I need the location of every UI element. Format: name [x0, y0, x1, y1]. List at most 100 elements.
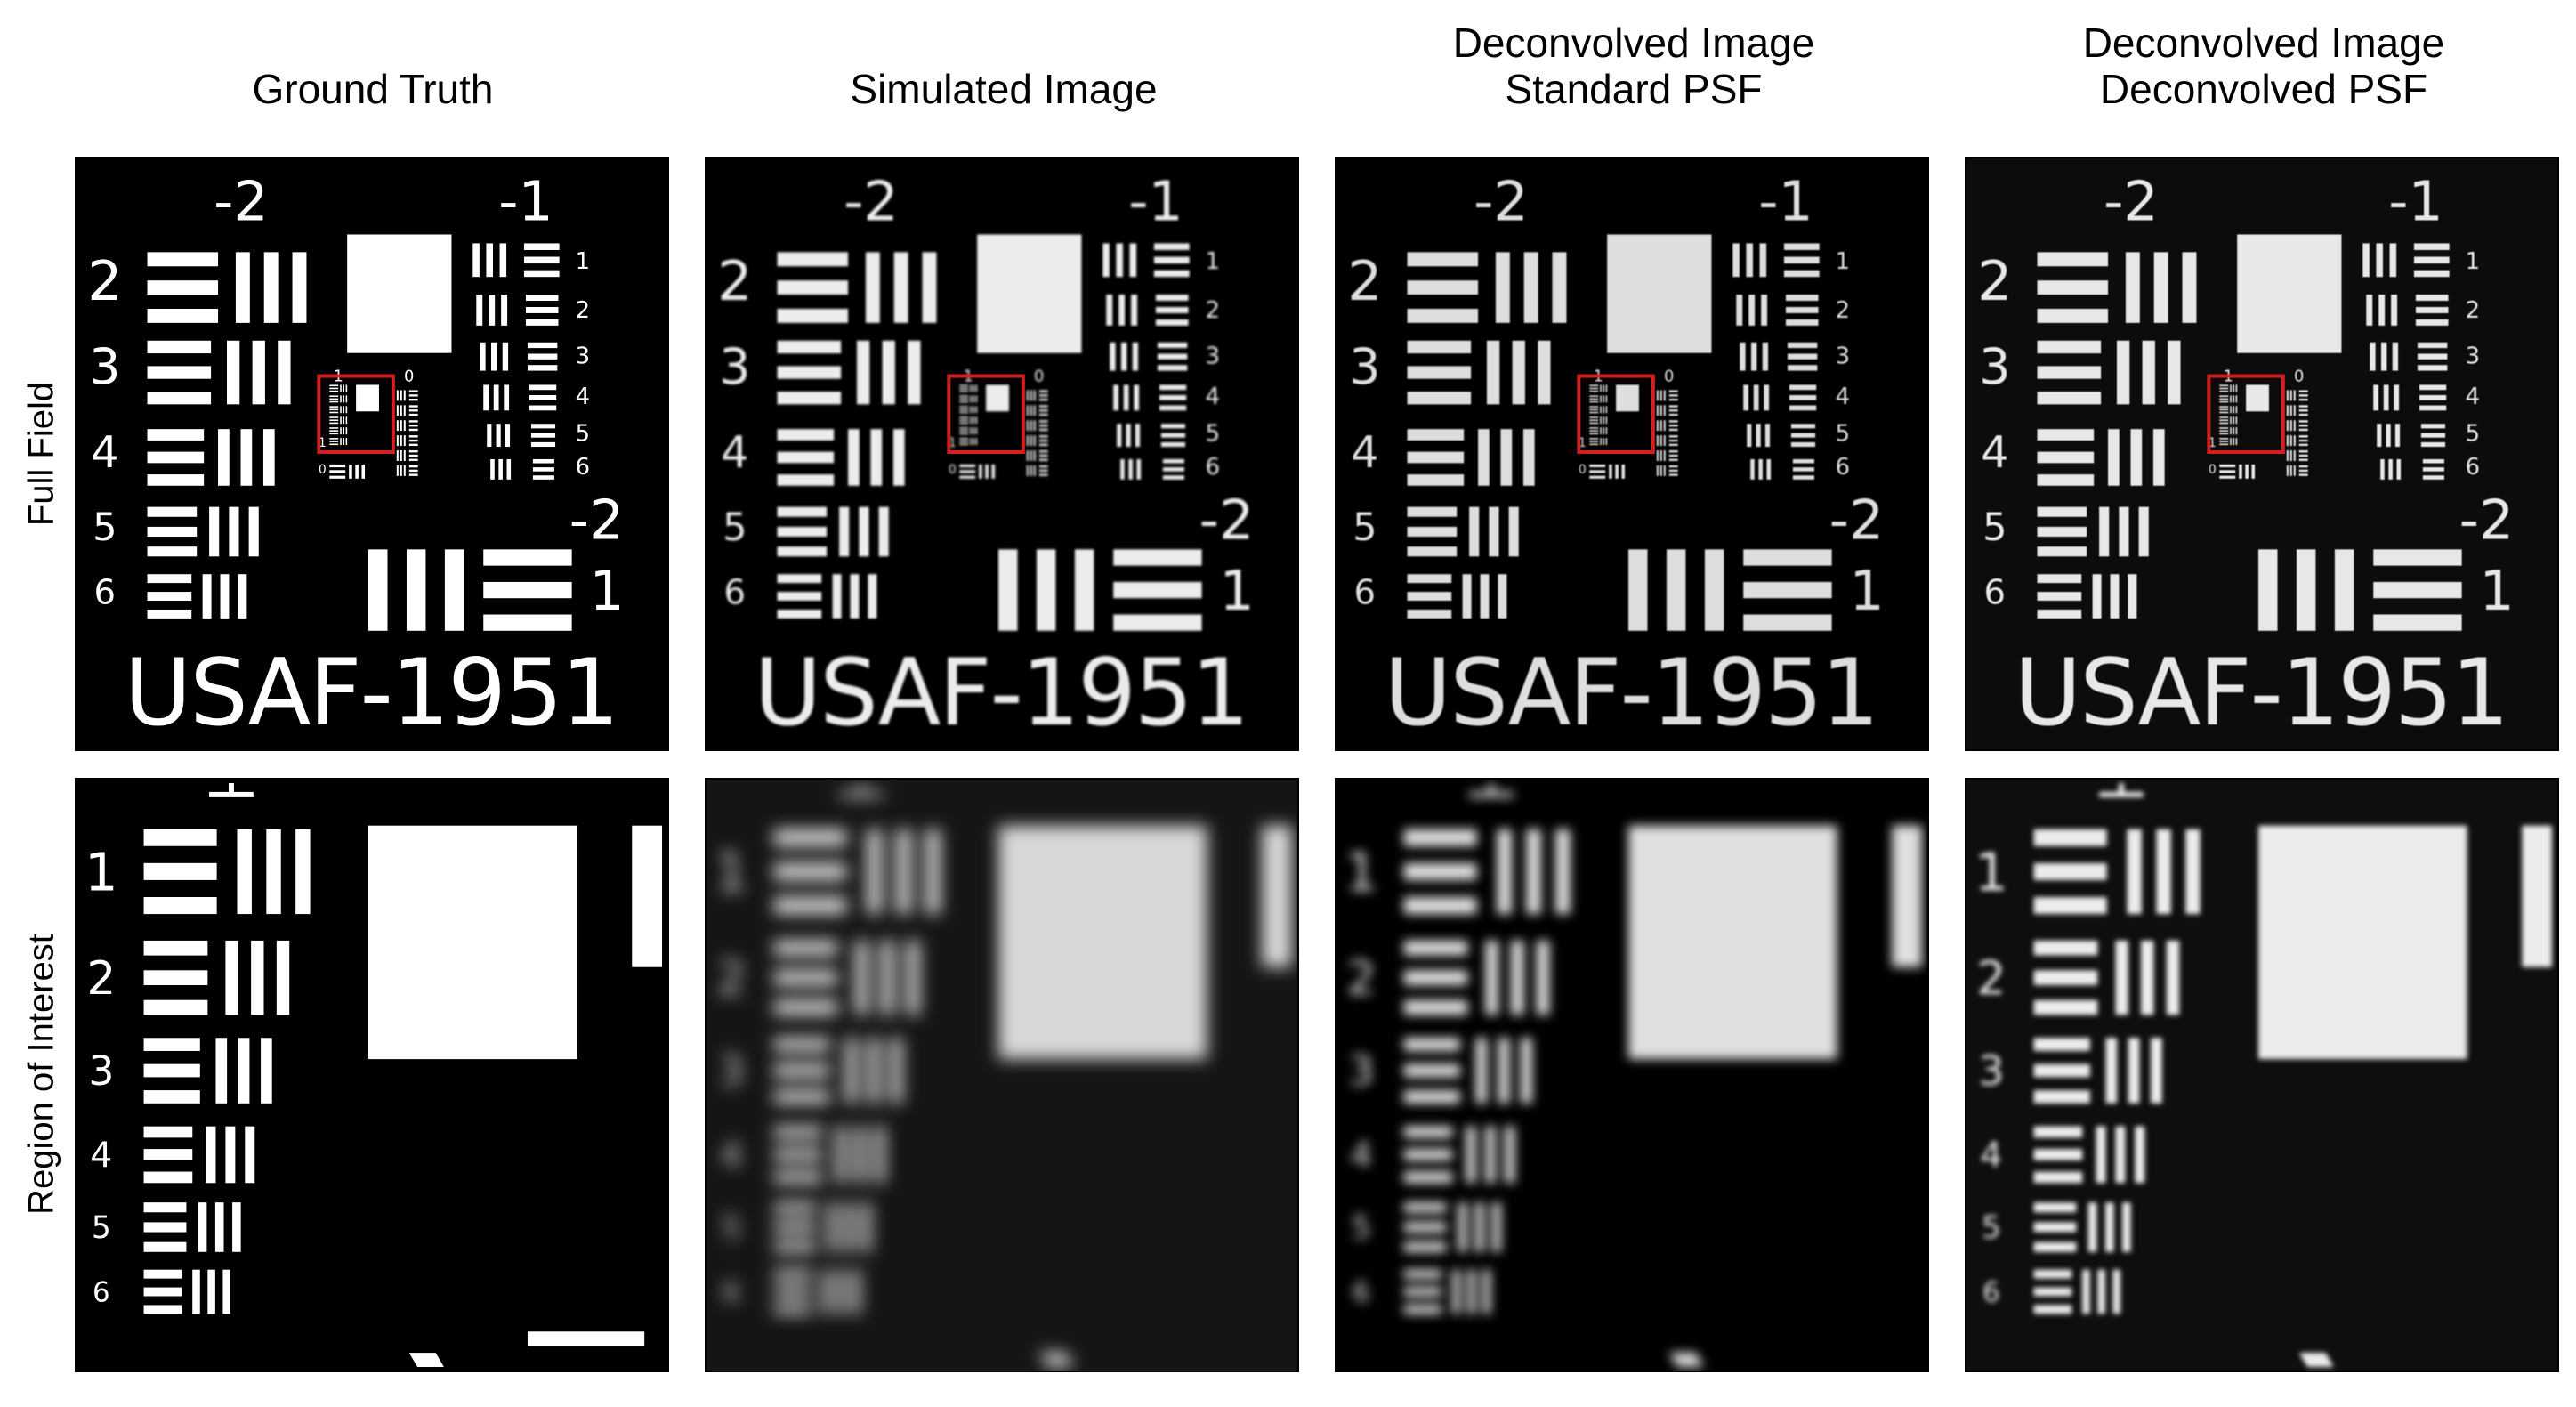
- square-patch: [347, 234, 452, 353]
- roi-element-number: 5: [722, 1210, 741, 1246]
- roi-bar-element: [773, 1269, 860, 1314]
- bar-element: [777, 340, 921, 405]
- bar-element: [1743, 384, 1817, 411]
- element-number: 1: [1220, 559, 1255, 623]
- element-number: 3: [1206, 344, 1220, 370]
- roi-bar-element: [2033, 1202, 2131, 1252]
- bar-element: [480, 342, 558, 371]
- bar-element: [1113, 384, 1187, 411]
- roi-element-number: 6: [1982, 1276, 2000, 1308]
- roi-element-number: 4: [1980, 1135, 2002, 1176]
- roi-side-bar: [1892, 825, 1923, 967]
- roi-bar-element: [1403, 1126, 1515, 1184]
- roi-element-number: 1: [1345, 841, 1378, 902]
- roi-element-number: 6: [93, 1276, 110, 1308]
- element-number: 5: [576, 421, 590, 448]
- group-label: -2: [1199, 488, 1254, 552]
- element-number: 2: [717, 249, 752, 313]
- roi-bar-element: [143, 829, 311, 915]
- bar-element: [1117, 424, 1186, 448]
- element-number: 2: [87, 249, 122, 313]
- element-number: 1: [1206, 248, 1220, 275]
- bar-element: [2380, 458, 2444, 480]
- roi-bar-element: [1403, 1202, 1501, 1252]
- element-number: 4: [1206, 384, 1220, 410]
- group-label: -2: [844, 170, 898, 234]
- roi-element-number: 6: [1353, 1276, 1370, 1308]
- element-number: 5: [2466, 421, 2480, 448]
- element-number: 2: [1347, 249, 1382, 313]
- roi-element-number: 2: [1346, 952, 1376, 1006]
- bar-element-large: [2258, 549, 2462, 631]
- element-number: 1: [2480, 559, 2515, 623]
- bar-element: [777, 429, 905, 486]
- bar-element: [1106, 295, 1189, 326]
- bar-element: [2373, 384, 2447, 411]
- square-patch: [977, 234, 1082, 353]
- bar-element: [777, 506, 889, 557]
- inner-label: 1: [949, 436, 957, 450]
- bar-element: [1407, 506, 1519, 557]
- bar-element: [483, 384, 557, 411]
- bar-element: [1740, 342, 1818, 371]
- inner-label: 0: [1034, 367, 1044, 385]
- row-label-region-of-interest: Region of Interest: [21, 934, 61, 1215]
- bar-element-large: [998, 549, 1202, 631]
- roi-bar-element: [773, 940, 920, 1015]
- element-number: 2: [1836, 297, 1850, 324]
- roi-element-number: 1: [1974, 841, 2008, 902]
- roi-element-number: 2: [86, 952, 116, 1006]
- bar-element: [2037, 574, 2137, 619]
- element-number: 3: [2466, 344, 2480, 370]
- roi-side-bar: [632, 825, 663, 967]
- roi-box: [2207, 374, 2285, 454]
- element-number: 1: [2466, 248, 2480, 275]
- target-title: USAF-1951: [2015, 640, 2510, 747]
- element-number: 3: [576, 344, 590, 370]
- element-number: 4: [721, 426, 748, 478]
- roi-bar-element: [2033, 1038, 2162, 1104]
- roi-bar-element: [773, 1126, 885, 1184]
- group-label: -2: [1474, 170, 1528, 234]
- element-number: 6: [576, 454, 590, 481]
- roi-square: [1628, 825, 1837, 1060]
- element-number: 6: [94, 573, 116, 613]
- column-title-deconvolved-deconvolved-psf: Deconvolved Image Deconvolved PSF: [2082, 20, 2445, 112]
- roi-element-number: 6: [723, 1276, 740, 1308]
- roi-element-number: 5: [92, 1210, 111, 1246]
- roi-bar-element: [1403, 1269, 1490, 1314]
- roi-bar-element: [773, 1038, 902, 1104]
- group-label: -2: [214, 170, 268, 234]
- bar-element: [2037, 340, 2181, 405]
- element-number: 5: [1836, 421, 1850, 448]
- group-label: -2: [1829, 488, 1884, 552]
- bar-element: [490, 458, 554, 480]
- bar-element: [1747, 424, 1816, 448]
- bar-element: [1407, 340, 1551, 405]
- roi-bar-element: [1403, 1038, 1532, 1104]
- inner-label: 0: [1664, 367, 1674, 385]
- roi-element-number: 3: [1978, 1047, 2004, 1095]
- bar-element: [487, 424, 556, 448]
- roi-square: [2258, 825, 2467, 1060]
- element-number: 6: [1354, 573, 1377, 613]
- roi-element-number: 5: [1352, 1210, 1371, 1246]
- element-number: 1: [1850, 559, 1885, 623]
- element-number: 5: [1353, 505, 1377, 550]
- target-title: USAF-1951: [1385, 640, 1880, 747]
- roi-element-number: 3: [88, 1047, 114, 1095]
- element-number: 2: [1977, 249, 2012, 313]
- element-number: 4: [576, 384, 590, 410]
- column-title-simulated-image: Simulated Image: [850, 66, 1158, 112]
